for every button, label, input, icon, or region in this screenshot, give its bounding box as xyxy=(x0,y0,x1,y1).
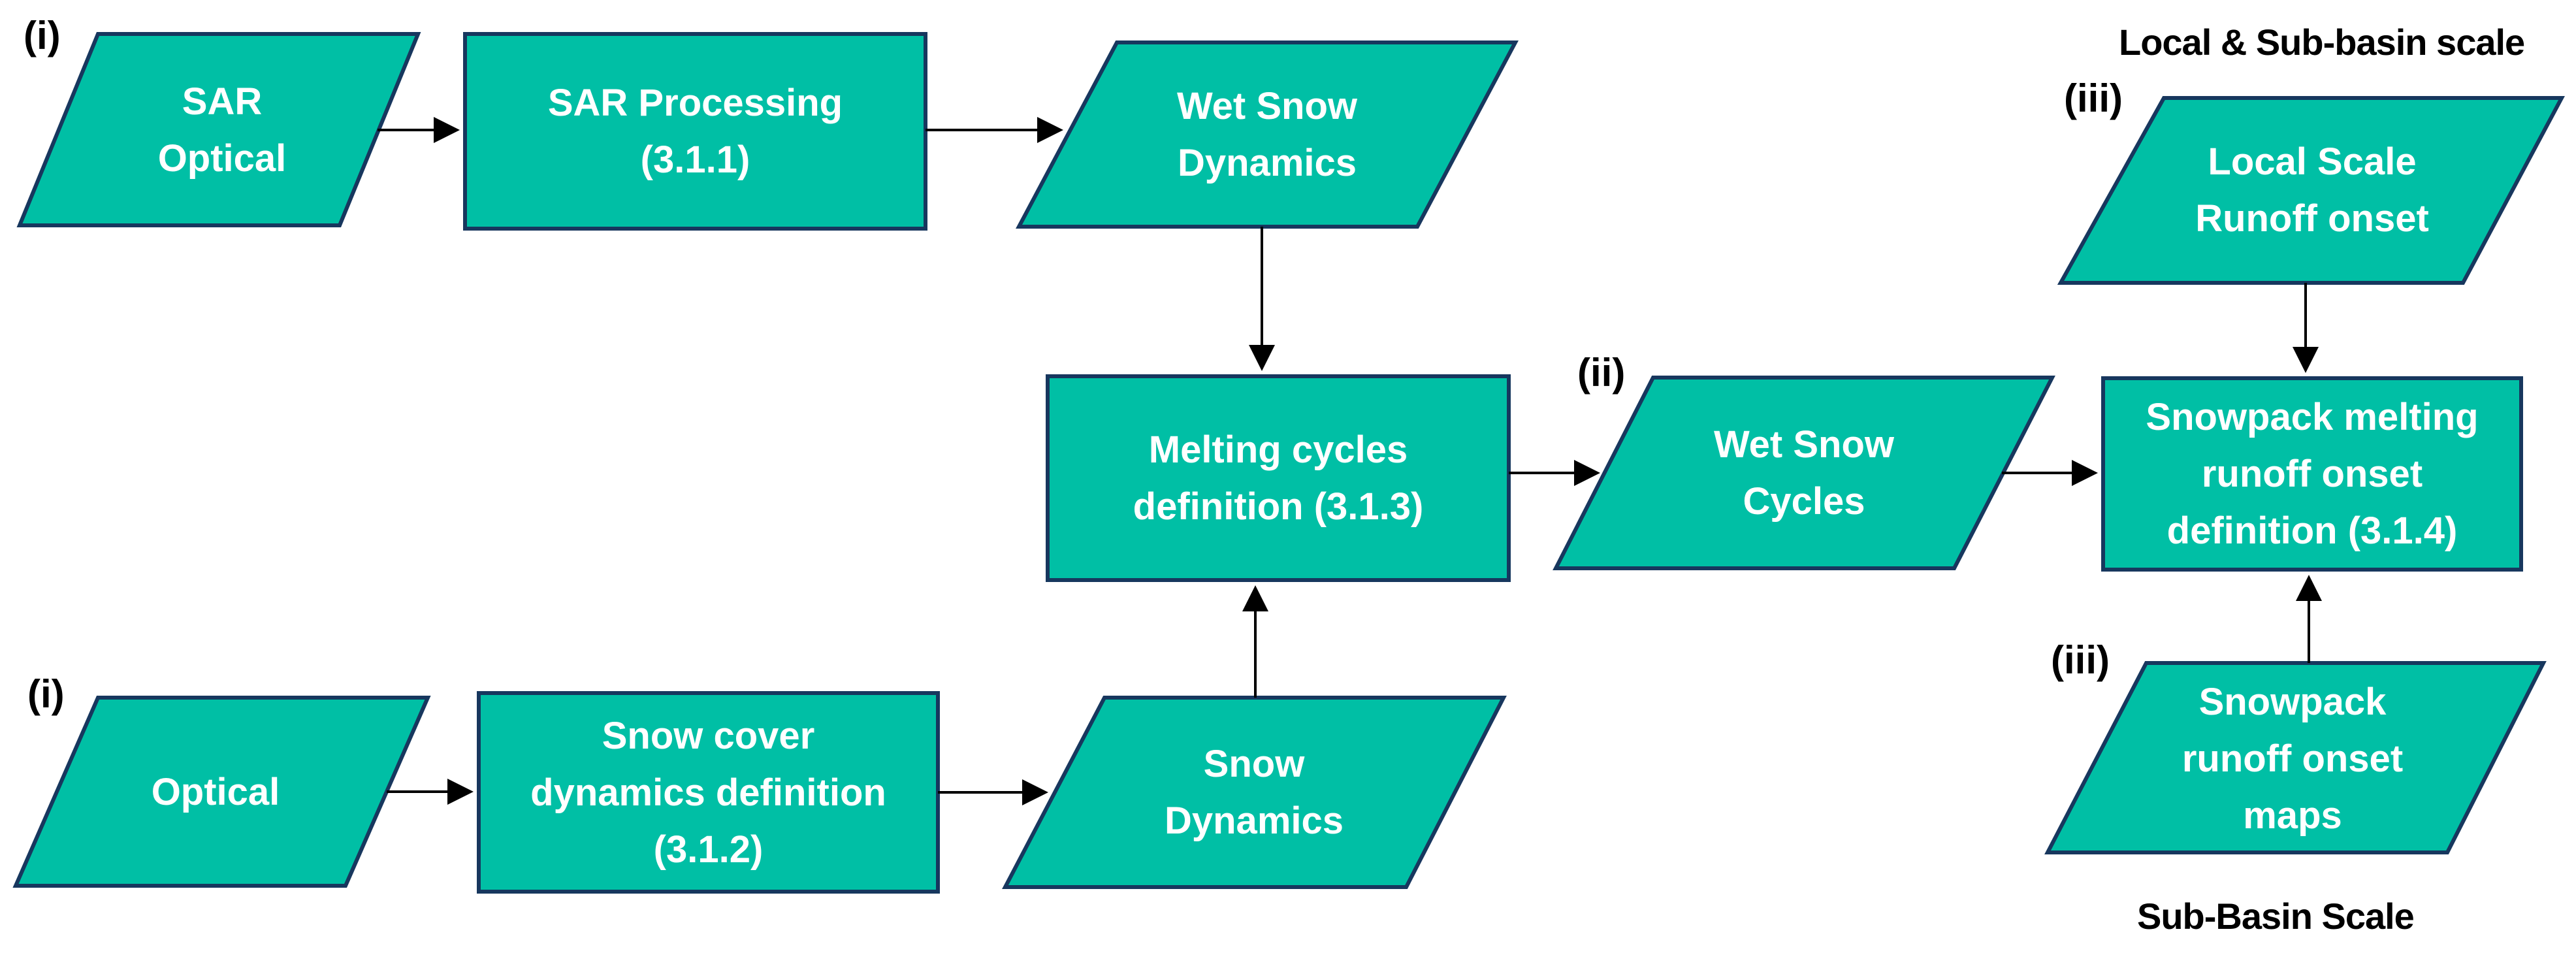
step-label-ii: (ii) xyxy=(1577,351,1626,395)
node-local-scale-runoff-shape xyxy=(2057,96,2566,285)
node-optical-shape xyxy=(12,696,431,888)
node-snow-dynamics-shape xyxy=(1002,696,1507,889)
node-snowpack-melting-shape xyxy=(2101,376,2523,572)
node-wet-snow-cycles-shape xyxy=(1553,376,2055,570)
step-label-i-bottom: (i) xyxy=(27,672,65,716)
scale-heading-bottom: Sub-Basin Scale xyxy=(2137,896,2415,937)
node-snow-cover-shape xyxy=(477,691,940,894)
step-label-iii-bottom: (iii) xyxy=(2051,638,2110,682)
scale-heading-top: Local & Sub-basin scale xyxy=(2119,22,2525,63)
step-label-iii-top: (iii) xyxy=(2064,76,2123,120)
node-snowpack-runoff-maps-shape xyxy=(2044,661,2547,854)
node-wet-snow-dynamics-shape xyxy=(1016,40,1519,229)
node-melting-cycles-shape xyxy=(1046,374,1511,582)
node-sar-processing-shape xyxy=(463,32,927,231)
step-label-i-top: (i) xyxy=(24,14,61,57)
node-sar-optical-shape xyxy=(16,32,421,227)
